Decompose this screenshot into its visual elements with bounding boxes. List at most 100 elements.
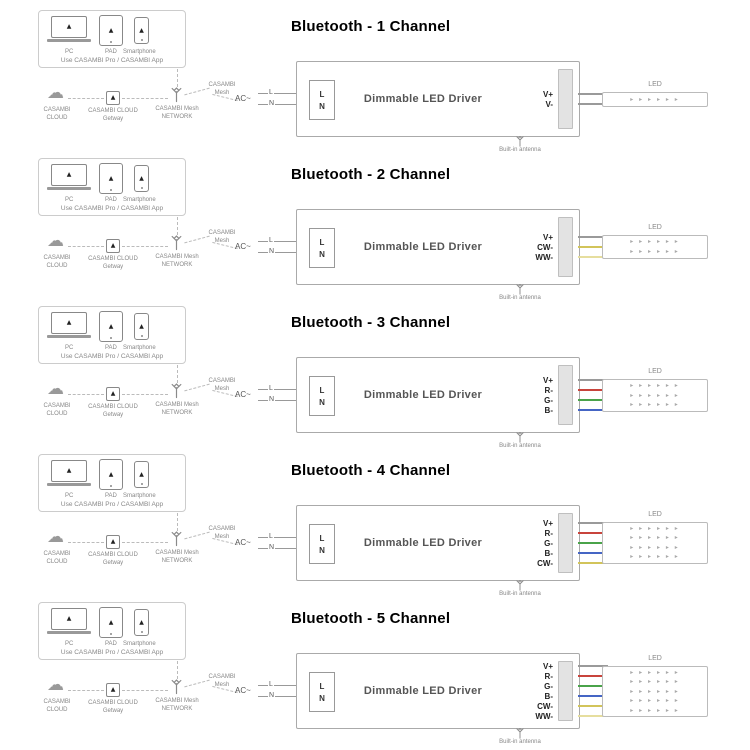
output-wire bbox=[578, 93, 608, 95]
casambi-logo-icon: ▲ bbox=[108, 470, 114, 478]
casambi-logo-icon: ▲ bbox=[110, 94, 116, 101]
mesh-network-node bbox=[170, 531, 183, 547]
gateway-label: CASAMBI CLOUD Getway bbox=[88, 700, 138, 714]
line-n-wire bbox=[258, 400, 310, 401]
casambi-mesh-label: CASAMBI Mesh bbox=[208, 378, 236, 392]
output-terminal-strip bbox=[558, 365, 573, 425]
output-terminal-label: WW- bbox=[535, 253, 553, 262]
casambi-logo-icon: ▲ bbox=[110, 242, 116, 249]
smartphone-label: Smartphone bbox=[123, 493, 156, 499]
led-row: ▸ ▸ ▸ ▸ ▸ ▸ bbox=[630, 524, 680, 532]
antenna-icon bbox=[516, 580, 524, 591]
section-title: Bluetooth - 5 Channel bbox=[291, 610, 451, 627]
led-label: LED bbox=[648, 655, 662, 662]
pad-label: PAD bbox=[105, 345, 117, 351]
gateway-icon: ▲ bbox=[106, 239, 120, 253]
antenna-label: Built-in antenna bbox=[499, 147, 541, 153]
terminal-l: L bbox=[319, 681, 325, 691]
output-terminal-label: CW- bbox=[537, 559, 553, 568]
ac-label: AC~ bbox=[235, 242, 251, 251]
tablet-icon: ▲ bbox=[99, 163, 123, 194]
casambi-mesh-label: CASAMBI Mesh bbox=[208, 230, 236, 244]
output-wire bbox=[578, 409, 608, 411]
pad-label: PAD bbox=[105, 49, 117, 55]
builtin-antenna: Built-in antenna bbox=[480, 728, 560, 745]
output-wire bbox=[578, 552, 608, 554]
output-wire bbox=[578, 685, 608, 687]
pc-label: PC bbox=[65, 345, 74, 351]
terminal-n: N bbox=[319, 693, 325, 703]
gateway-icon: ▲ bbox=[106, 91, 120, 105]
devices-mesh-link-line bbox=[177, 217, 178, 235]
led-strip: ▸ ▸ ▸ ▸ ▸ ▸▸ ▸ ▸ ▸ ▸ ▸▸ ▸ ▸ ▸ ▸ ▸▸ ▸ ▸ ▸… bbox=[602, 666, 708, 717]
pad-label: PAD bbox=[105, 197, 117, 203]
cloud-gateway-link-line bbox=[68, 690, 104, 691]
output-wire bbox=[578, 522, 608, 524]
led-strip: ▸ ▸ ▸ ▸ ▸ ▸▸ ▸ ▸ ▸ ▸ ▸ bbox=[602, 235, 708, 259]
driver-name: Dimmable LED Driver bbox=[363, 537, 483, 549]
mesh-network-node bbox=[170, 383, 183, 399]
cloud-gateway-link-line bbox=[68, 542, 104, 543]
line-n-tag: N bbox=[268, 248, 276, 255]
line-n-wire bbox=[258, 548, 310, 549]
line-n-tag: N bbox=[268, 692, 276, 699]
casambi-logo-icon: ▲ bbox=[139, 470, 144, 478]
casambi-logo-icon: ▲ bbox=[66, 319, 72, 326]
mesh-network-label: CASAMBI Mesh NETWORK bbox=[155, 106, 199, 120]
home-button-dot bbox=[140, 631, 143, 633]
builtin-antenna: Built-in antenna bbox=[480, 284, 560, 301]
casambi-logo-icon: ▲ bbox=[66, 615, 72, 622]
app-caption: Use CASAMBI Pro / CASAMBI App bbox=[60, 57, 164, 64]
led-row: ▸ ▸ ▸ ▸ ▸ ▸ bbox=[630, 391, 680, 399]
led-row: ▸ ▸ ▸ ▸ ▸ ▸ bbox=[630, 534, 680, 542]
app-caption: Use CASAMBI Pro / CASAMBI App bbox=[60, 205, 164, 212]
led-row: ▸ ▸ ▸ ▸ ▸ ▸ bbox=[630, 543, 680, 551]
laptop-base bbox=[47, 483, 91, 486]
led-row: ▸ ▸ ▸ ▸ ▸ ▸ bbox=[630, 401, 680, 409]
home-button-dot bbox=[140, 187, 143, 189]
line-n-tag: N bbox=[268, 544, 276, 551]
casambi-logo-icon: ▲ bbox=[108, 322, 114, 330]
smartphone-icon: ▲ bbox=[134, 17, 149, 44]
casambi-logo-icon: ▲ bbox=[139, 174, 144, 182]
laptop-base bbox=[47, 187, 91, 190]
ac-label: AC~ bbox=[235, 390, 251, 399]
antenna-icon bbox=[516, 284, 524, 295]
gateway-mesh-link-line bbox=[122, 246, 168, 247]
output-wire bbox=[578, 715, 608, 717]
output-wire bbox=[578, 665, 608, 667]
output-terminal-label: B- bbox=[544, 692, 553, 701]
gateway-label: CASAMBI CLOUD Getway bbox=[88, 404, 138, 418]
led-label: LED bbox=[648, 368, 662, 375]
casambi-logo-icon: ▲ bbox=[110, 686, 116, 693]
led-row: ▸ ▸ ▸ ▸ ▸ ▸ bbox=[630, 95, 680, 103]
casambi-logo-icon: ▲ bbox=[110, 538, 116, 545]
output-wire bbox=[578, 399, 608, 401]
gateway-label: CASAMBI CLOUD Getway bbox=[88, 108, 138, 122]
driver-name: Dimmable LED Driver bbox=[363, 241, 483, 253]
mesh-network-node bbox=[170, 679, 183, 695]
mesh-network-label: CASAMBI Mesh NETWORK bbox=[155, 550, 199, 564]
led-label: LED bbox=[648, 81, 662, 88]
home-button-dot bbox=[140, 39, 143, 41]
pc-label: PC bbox=[65, 49, 74, 55]
led-strip: ▸ ▸ ▸ ▸ ▸ ▸ bbox=[602, 92, 708, 107]
smartphone-icon: ▲ bbox=[134, 313, 149, 340]
gateway-icon: ▲ bbox=[106, 683, 120, 697]
home-button-dot bbox=[110, 633, 112, 635]
output-terminal-label: WW- bbox=[535, 712, 553, 721]
output-terminal-strip bbox=[558, 661, 573, 721]
output-wire bbox=[578, 695, 608, 697]
smartphone-icon: ▲ bbox=[134, 165, 149, 192]
output-terminal-strip bbox=[558, 69, 573, 129]
output-terminal-label: B- bbox=[544, 549, 553, 558]
section-title: Bluetooth - 4 Channel bbox=[291, 462, 451, 479]
section-title: Bluetooth - 1 Channel bbox=[291, 18, 451, 35]
antenna-label: Built-in antenna bbox=[499, 739, 541, 745]
